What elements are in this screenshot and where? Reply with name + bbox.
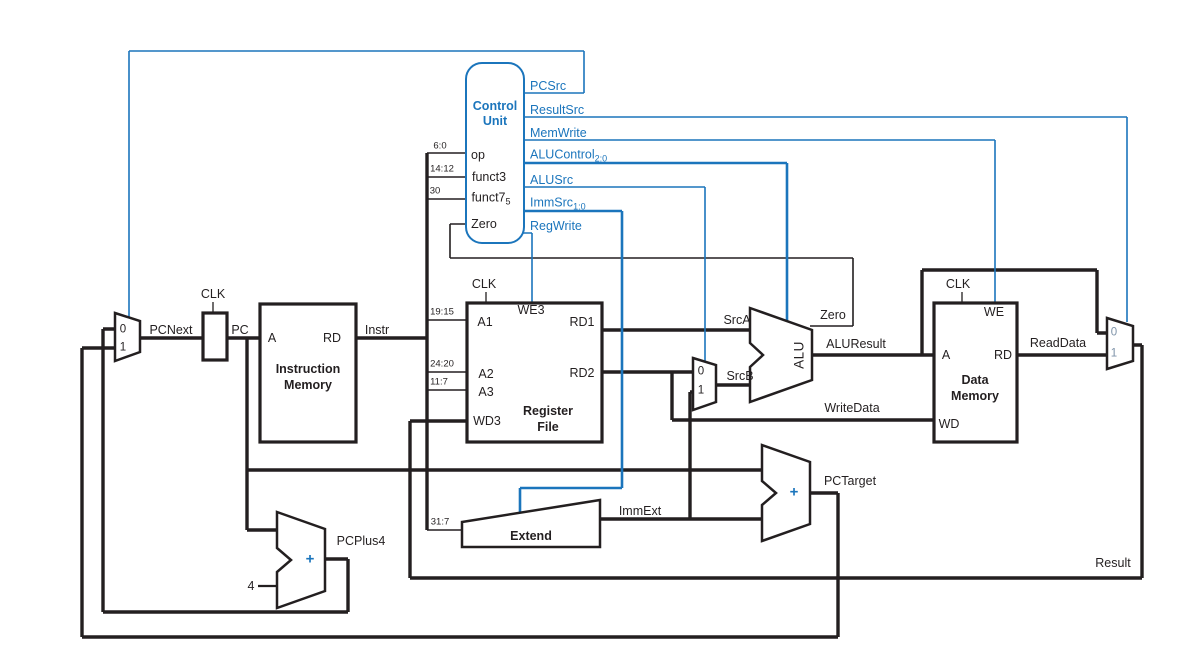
aluresult-signal-label: ALUResult — [826, 336, 886, 351]
wire-pcsrc — [128, 50, 585, 317]
pcnext-mux-port1: 1 — [119, 341, 127, 354]
dmem-port-rd: RD — [993, 347, 1013, 362]
readdata-signal-label: ReadData — [1029, 335, 1087, 350]
pc-register-shape — [201, 311, 229, 362]
pcsrc-label: PCSrc — [530, 78, 567, 93]
wire-alucontrol — [524, 161, 789, 321]
srcb-mux-port1: 1 — [697, 384, 705, 397]
wire-alusrc — [524, 186, 706, 361]
pcplus4-signal-label: PCPlus4 — [336, 533, 386, 548]
control-unit-title-line2: Unit — [482, 113, 508, 128]
dmem-name-line2: Memory — [951, 388, 999, 403]
cu-input-op-label: op — [471, 147, 485, 162]
immsrc-label: ImmSrc1:0 — [530, 195, 586, 212]
rf-name-line2: File — [537, 419, 559, 434]
wire-zero-feedback — [449, 223, 854, 327]
cu-input-zero-label: Zero — [471, 216, 497, 231]
register-file-shape — [465, 301, 604, 444]
result-signal-label: Result — [1095, 555, 1131, 570]
rf-port-a1: A1 — [477, 314, 493, 329]
wire-aluresult — [812, 268, 1107, 357]
wire-pctarget-loop — [80, 346, 840, 639]
control-unit-shape — [465, 62, 525, 244]
immext-signal-label: ImmExt — [618, 503, 662, 518]
wire-opcode-stubs — [427, 152, 466, 200]
memwrite-label: MemWrite — [530, 125, 587, 140]
pctarget-signal-label: PCTarget — [823, 473, 877, 488]
srca-signal-label: SrcA — [723, 312, 751, 327]
wire-memwrite — [524, 139, 996, 303]
regwrite-label: RegWrite — [530, 218, 582, 233]
bit-slice-31-7: 31:7 — [430, 516, 450, 528]
pc-clk-label: CLK — [200, 286, 226, 301]
alusrc-label: ALUSrc — [530, 172, 574, 187]
dmem-port-we: WE — [983, 304, 1005, 319]
cu-input-funct3-label: funct3 — [471, 169, 507, 184]
wire-resultsrc — [524, 116, 1128, 322]
result-mux-port0: 0 — [1110, 326, 1118, 339]
extend-shape — [460, 498, 602, 549]
rf-port-rd1: RD1 — [569, 314, 595, 329]
cu-input-funct7-label: funct75 — [471, 190, 511, 207]
regfile-clk-label: CLK — [471, 276, 497, 291]
dmem-name-line1: Data — [961, 372, 989, 387]
pcnext-mux-port0: 0 — [119, 323, 127, 336]
srcb-mux-shape — [691, 356, 718, 412]
imem-name-line1: Instruction — [275, 361, 341, 376]
pcplus4-adder-symbol: + — [305, 550, 315, 568]
alu-shape — [748, 306, 814, 404]
wire-pc — [227, 336, 762, 532]
pcplus4-adder-shape — [275, 510, 327, 610]
wire-regwrite — [522, 232, 533, 303]
extend-name: Extend — [510, 528, 552, 543]
imem-port-rd: RD — [322, 330, 342, 345]
instr-signal-label: Instr — [364, 322, 390, 337]
wire-immsrc — [518, 209, 624, 513]
datamem-clk-label: CLK — [945, 276, 971, 291]
srcb-mux-port0: 0 — [697, 365, 705, 378]
bit-slice-funct7: 30 — [429, 185, 441, 197]
wire-pcplus4-loop — [101, 327, 350, 614]
dmem-port-a: A — [941, 347, 951, 362]
rf-port-a2: A2 — [478, 366, 494, 381]
alucontrol-label: ALUControl2:0 — [530, 147, 608, 164]
rf-name-line1: Register — [522, 403, 574, 418]
rf-port-rd2: RD2 — [569, 365, 595, 380]
data-memory-shape — [932, 301, 1019, 444]
imem-name-line2: Memory — [284, 377, 332, 392]
instruction-memory-shape — [258, 302, 358, 444]
bit-slice-a2: 24:20 — [430, 358, 454, 370]
wire-instr-bus — [356, 153, 429, 530]
dmem-port-wd: WD — [938, 416, 960, 431]
result-mux-port1: 1 — [1110, 347, 1118, 360]
result-mux-shape — [1105, 316, 1135, 371]
zero-signal-label: Zero — [820, 307, 846, 322]
pctarget-adder-symbol: + — [789, 483, 799, 501]
pcnext-mux-shape — [113, 311, 142, 363]
wire-immext — [600, 390, 762, 521]
rf-port-a3: A3 — [478, 384, 494, 399]
pcnext-signal-label: PCNext — [149, 322, 193, 337]
constant-4-label: 4 — [247, 578, 255, 593]
rf-port-wd3: WD3 — [473, 413, 501, 428]
bit-slice-op: 6:0 — [433, 140, 447, 152]
imem-port-a: A — [267, 330, 277, 345]
writedata-signal-label: WriteData — [824, 400, 880, 415]
bit-slice-a3: 11:7 — [430, 376, 448, 388]
bit-slice-a1: 19:15 — [430, 306, 454, 318]
rf-port-we3: WE3 — [517, 302, 545, 317]
wire-rd2-writedata — [602, 370, 934, 422]
wire-result — [408, 343, 1144, 580]
wire-regfile-stubs — [427, 319, 467, 531]
resultsrc-label: ResultSrc — [530, 102, 585, 117]
bit-slice-funct3: 14:12 — [430, 163, 454, 175]
pctarget-adder-shape — [760, 443, 812, 543]
pc-signal-label: PC — [231, 322, 249, 337]
control-unit-title-line1: Control — [472, 98, 518, 113]
srcb-signal-label: SrcB — [726, 368, 754, 383]
alu-name: ALU — [791, 341, 807, 369]
